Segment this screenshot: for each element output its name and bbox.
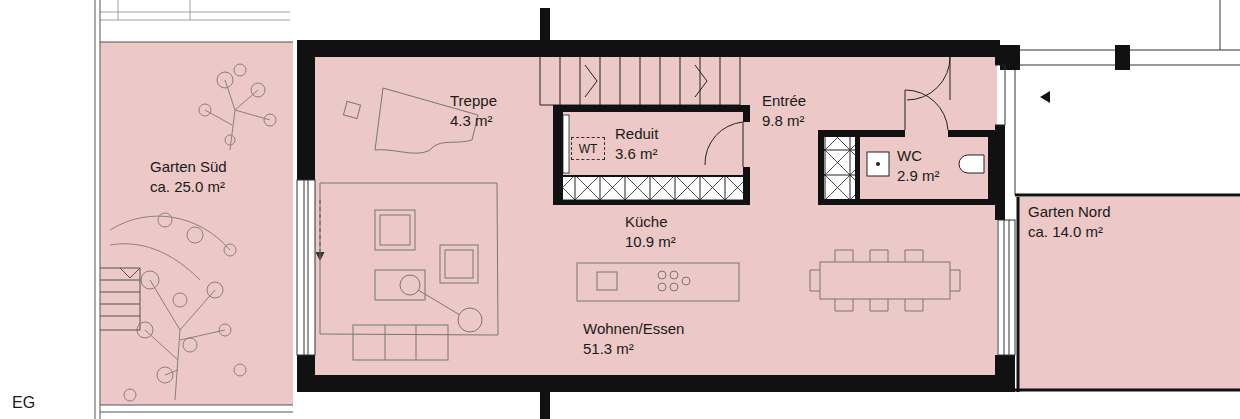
floor-area: Treppe 4.3 m² Entrée 9.8 m² Küche 10.9 m² Wohn…	[315, 57, 995, 375]
garden-area: Garten Nord ca. 14.0 m²	[1018, 197, 1240, 390]
entrance-door	[907, 57, 1005, 125]
walls	[297, 8, 1130, 419]
room-area: ca. 14.0 m²	[1028, 223, 1103, 241]
room: WC 2.9 m²	[860, 137, 988, 199]
wc-walls	[818, 90, 995, 205]
stairs	[540, 57, 740, 105]
room-name: WC	[897, 147, 922, 165]
furniture	[320, 88, 960, 360]
room-name: Entrée	[762, 92, 806, 110]
room-name: Garten Nord	[1028, 203, 1111, 221]
room-area: ca. 25.0 m²	[150, 178, 225, 196]
garden-area: Garten Süd ca. 25.0 m²	[100, 42, 292, 405]
room-name: Wohnen/Essen	[583, 320, 684, 338]
room-name: Treppe	[450, 92, 497, 110]
room-area: 51.3 m²	[583, 340, 634, 358]
room-area: 2.9 m²	[897, 167, 940, 185]
room-area: 4.3 m²	[450, 112, 493, 130]
room-area: 10.9 m²	[625, 233, 676, 251]
floor-label: EG	[12, 394, 35, 412]
room-area: 9.8 m²	[762, 112, 805, 130]
room-name: Garten Süd	[150, 158, 227, 176]
appliance-box: WT	[571, 137, 605, 160]
entrance-arrow	[1040, 91, 1050, 103]
garden-south	[95, 0, 293, 419]
room-name: Reduit	[615, 125, 658, 143]
room: Reduit 3.6 m² WT	[563, 112, 743, 174]
room-name: Küche	[625, 213, 668, 231]
reduit-walls	[553, 105, 750, 205]
floor	[315, 57, 997, 375]
room-area: 3.6 m²	[615, 145, 658, 163]
garden-north	[1015, 195, 1240, 392]
appliance-label: WT	[579, 142, 598, 156]
